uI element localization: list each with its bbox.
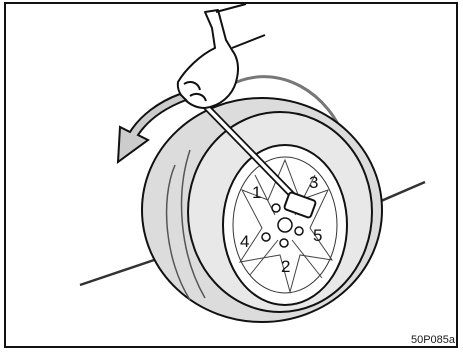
lug-label-2: 2 <box>281 257 290 276</box>
lug-nut-1 <box>272 204 280 212</box>
wheel-rim <box>223 145 347 305</box>
lug-label-1: 1 <box>252 183 261 202</box>
lug-nut-4 <box>262 233 270 241</box>
lug-label-5: 5 <box>313 226 322 245</box>
figure-code: 50P085a <box>411 334 455 346</box>
hand <box>178 4 265 108</box>
lug-nut-2 <box>280 239 288 247</box>
lug-label-4: 4 <box>240 232 249 251</box>
lug-label-3: 3 <box>309 173 318 192</box>
lug-nut-5 <box>295 227 303 235</box>
